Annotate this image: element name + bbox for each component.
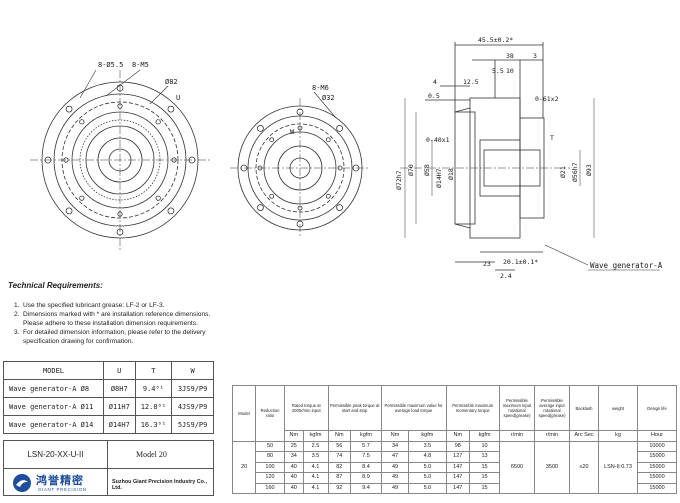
dim-24-label: 2.4 — [500, 272, 512, 280]
bolt-hole — [296, 220, 304, 228]
fv1-dia-label: Ø82 — [165, 78, 178, 86]
bolt-hole — [269, 137, 275, 143]
table-row: Wave generator-A Ø8 Ø8H7 9.4⁰¹ 3JS9/P9 — [3, 379, 214, 398]
dim-20-1-label: 20.1±0.1* — [503, 258, 538, 266]
dia-21-label: Ø21 — [559, 166, 567, 178]
dia-14h7-label: Ø14H7 — [435, 168, 443, 188]
front-view-flexspline — [30, 70, 210, 250]
dim-05-label: 0.5 — [428, 92, 440, 100]
dia-18-label: Ø18 — [447, 168, 455, 180]
title-block: LSN-20-XX-U-II Model 20 鸿誉精密 GIANT PRECI… — [3, 440, 214, 496]
bolt-hole — [167, 105, 175, 113]
company-name: Suzhou Giant Precision Industry Co., Ltd… — [112, 479, 207, 491]
bolt-hole — [117, 211, 123, 217]
bolt-hole — [79, 195, 85, 201]
requirement-item: 1.Use the specified lubricant grease: LF… — [14, 302, 165, 309]
bolt-hole — [155, 119, 161, 125]
model-table: MODEL U T W Wave generator-A Ø8 Ø8H7 9.4… — [3, 361, 214, 434]
wave-generator-label: Wave generator-A — [590, 261, 663, 270]
bolt-hole — [297, 205, 303, 211]
bolt-hole — [325, 193, 331, 199]
table-row: 100 40 4.1 82 8.4 49 5.0 147 15 15000 — [233, 461, 677, 473]
requirements-title: Technical Requirements: — [8, 281, 103, 290]
dim-total-label: 45.5±0.2* — [478, 36, 513, 44]
spec-table: Model Reduction ratio Rated torque at 20… — [232, 385, 677, 494]
bolt-hole — [257, 165, 263, 171]
requirement-item: Please adhere to these installation dime… — [23, 320, 198, 327]
label-t: T — [550, 134, 554, 142]
table-row: Wave generator-A Ø11 Ø11H7 12.8⁰¹ 4JS9/P… — [3, 397, 214, 416]
dim-40x1-label: 0-40x1 — [426, 136, 450, 144]
company-logo: 鸿誉精密 GIANT PRECISION — [4, 469, 108, 496]
dim-61x2-label: 0-61x2 — [535, 95, 559, 103]
bolt-hole — [325, 137, 331, 143]
fv2-dia-label: Ø32 — [322, 94, 335, 102]
bolt-hole — [257, 125, 264, 132]
bolt-hole — [117, 103, 123, 109]
bolt-hole — [155, 195, 161, 201]
dia-93-label: Ø93 — [585, 164, 593, 176]
dim-4-label: 4 — [433, 78, 437, 86]
bolt-hole — [44, 156, 52, 164]
dia-58-label: Ø58 — [423, 164, 431, 176]
bolt-hole — [336, 204, 343, 211]
fv1-holes-a-label: 8-Ø5.5 — [98, 61, 123, 69]
technical-drawing: 8-Ø5.5 8-M5 Ø82 U 8-M6 Ø32 W — [30, 36, 663, 280]
bolt-hole — [352, 164, 360, 172]
fv2-w-label: W — [290, 128, 295, 136]
table-row: 20 50 25 2.5 56 5.7 34 3.5 98 10 6500 35… — [232, 440, 677, 494]
bolt-hole — [65, 207, 73, 215]
front-view-circular-spline — [230, 98, 370, 238]
requirement-item: specification drawing for confirmation. — [23, 338, 134, 345]
bolt-hole — [188, 156, 196, 164]
requirement-item: 2.Dimensions marked with * are installat… — [14, 311, 211, 318]
bolt-hole — [269, 193, 275, 199]
spec-units-row: Nm kgfm Nm kgfm Nm kgfm Nm kgfm r/min r/… — [233, 430, 677, 442]
dim-55-label: 5.5 — [492, 67, 504, 75]
dia-56h7-label: Ø56h7 — [571, 162, 579, 182]
bolt-hole — [257, 204, 264, 211]
bolt-hole — [297, 125, 303, 131]
model-name: Model 20 — [108, 441, 213, 469]
table-header-row: MODEL U T W — [3, 361, 214, 380]
bolt-hole — [63, 157, 69, 163]
side-section-view — [400, 42, 595, 271]
bolt-hole — [167, 207, 175, 215]
table-row: Wave generator-A Ø14 Ø14H7 16.3⁰¹ 5JS9/P… — [3, 415, 214, 434]
table-row: 160 40 4.1 92 9.4 49 5.0 147 15 15000 — [233, 482, 677, 494]
dim-38-label: 38 — [506, 52, 514, 60]
requirement-item: 3.For detailed dimension information, pl… — [14, 329, 206, 336]
bolt-hole — [337, 165, 343, 171]
dim-23-label: 23 — [483, 260, 491, 268]
fv2-holes-label: 8-M6 — [312, 84, 329, 92]
dia-72h7-label: Ø72h7 — [395, 170, 403, 190]
product-code: LSN-20-XX-U-II — [4, 441, 108, 469]
logo-icon — [13, 474, 31, 492]
dim-125-label: 12.5 — [463, 78, 479, 86]
logo-cn-text: 鸿誉精密 — [36, 475, 84, 487]
dim-3-label: 3 — [533, 52, 537, 60]
logo-en-text: GIANT PRECISION — [38, 487, 87, 492]
bolt-hole — [116, 228, 124, 236]
spec-header-row: Model Reduction ratio Rated torque at 20… — [232, 385, 677, 442]
fv1-holes-b-label: 8-M5 — [132, 61, 149, 69]
bolt-hole — [296, 108, 304, 116]
bolt-hole — [79, 119, 85, 125]
dia-70-label: Ø70 — [407, 164, 415, 176]
dim-10-label: 10 — [506, 67, 514, 75]
bolt-hole — [171, 157, 177, 163]
bolt-hole — [240, 164, 248, 172]
bolt-hole — [65, 105, 73, 113]
fv1-u-label: U — [176, 94, 180, 102]
bolt-hole — [336, 125, 343, 132]
